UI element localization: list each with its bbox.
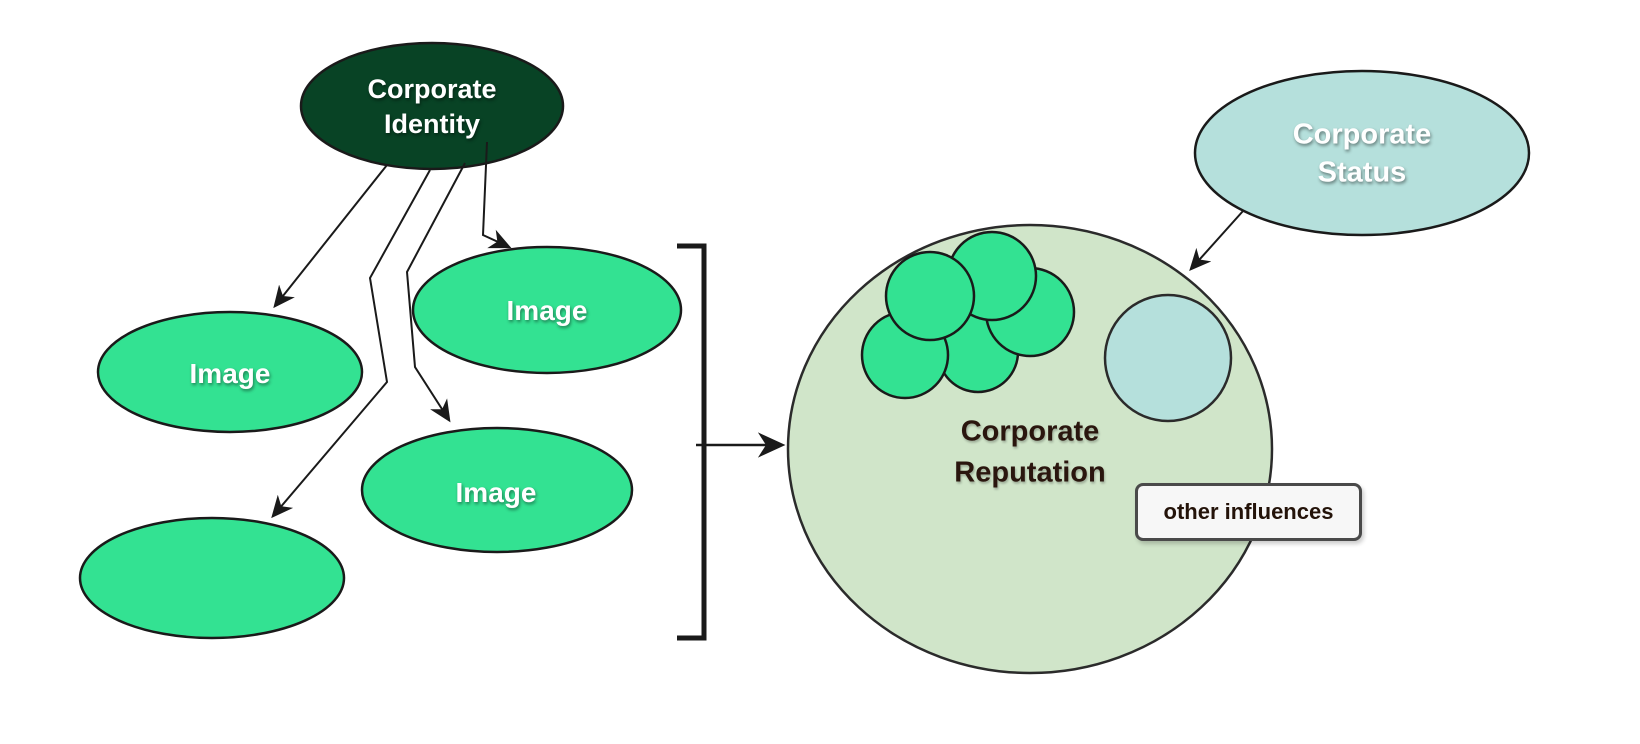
arrow-identity-to-image-top [481,141,512,249]
other-influences-callout: other influences [1135,483,1362,541]
arrow-identity-to-empty-ellipse [271,169,431,519]
empty-image-ellipse [78,516,346,640]
arrow-identity-to-image-left [273,164,388,309]
corporate-status-ellipse [1193,69,1531,237]
corporate-identity-ellipse [299,41,565,171]
image-top-ellipse [411,245,683,375]
status-inner-circle [1103,293,1233,423]
image-bottom-ellipse [360,426,634,554]
arrow-status-to-reputation [1189,210,1244,272]
cluster-circle-left [884,250,976,342]
other-influences-label: other influences [1163,499,1334,524]
grouping-bracket [677,243,707,641]
image-left-ellipse [96,310,364,434]
arrow-identity-to-image-bottom [405,162,466,423]
